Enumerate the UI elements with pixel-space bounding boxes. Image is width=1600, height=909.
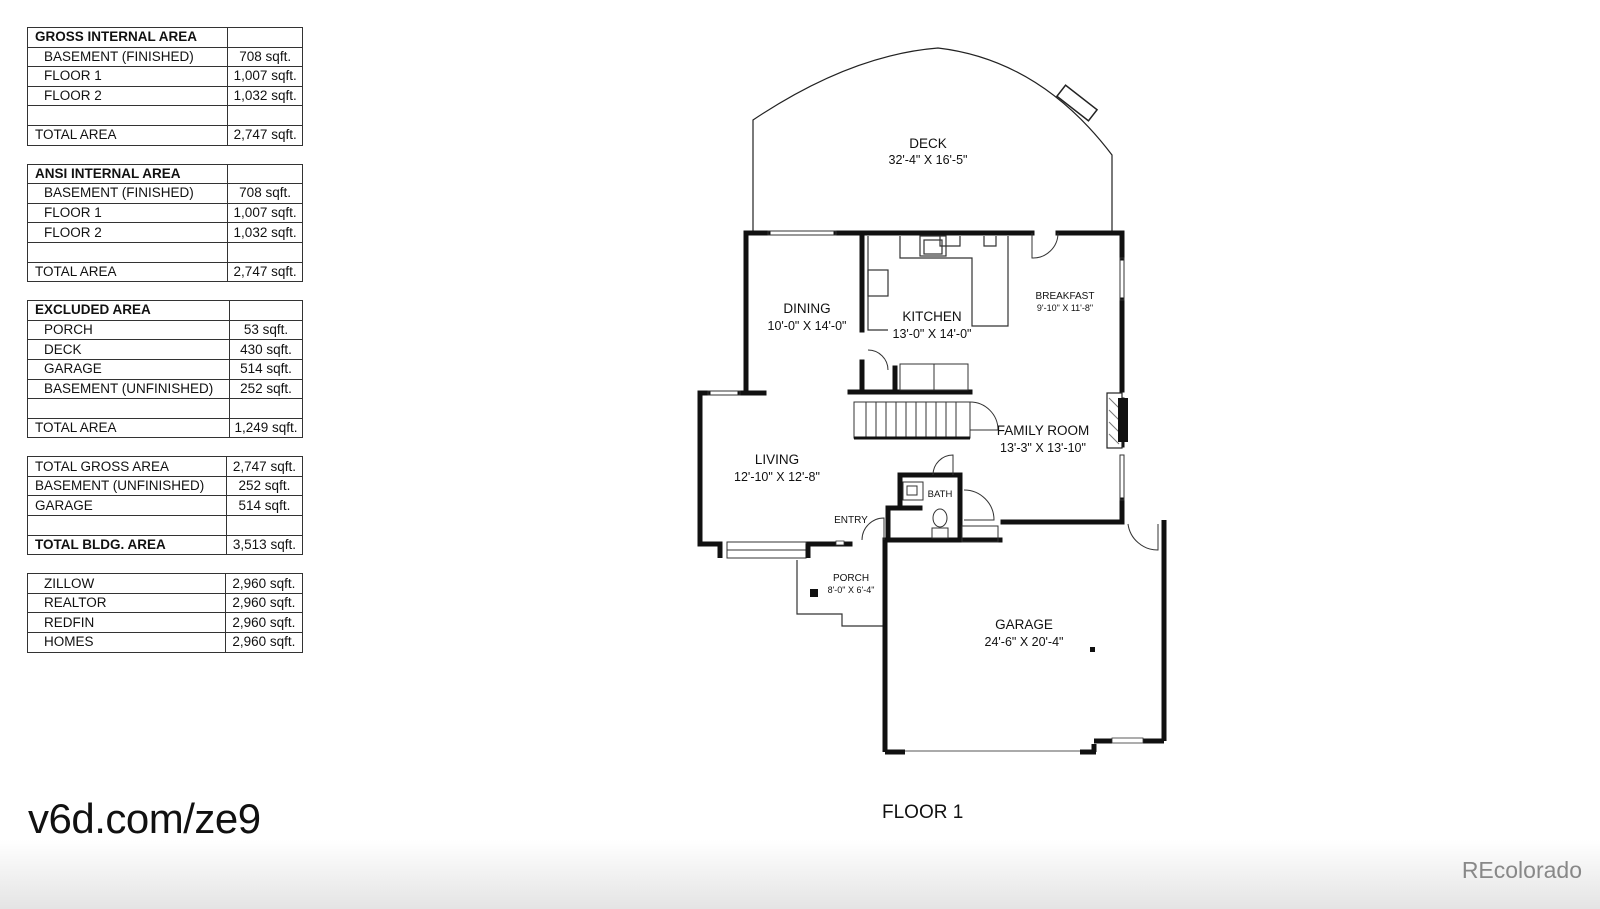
entry-name: ENTRY — [834, 515, 868, 526]
deck-stair — [1055, 84, 1099, 122]
garage-walls — [882, 520, 1167, 755]
deck-outline — [752, 47, 1113, 232]
row-label: DECK — [26, 339, 231, 360]
windows — [707, 230, 1125, 559]
row-value: 1,007 sqft. — [227, 66, 303, 87]
row-label: BASEMENT (FINISHED) — [26, 183, 229, 204]
row-label: BASEMENT (UNFINISHED) — [26, 378, 231, 400]
row-value: 53 sqft. — [229, 319, 303, 341]
breakfast-dims: 9'-10" X 11'-8" — [1037, 303, 1093, 313]
family-room-name: FAMILY ROOM — [997, 423, 1090, 438]
bath-name: BATH — [928, 489, 953, 500]
garage-marker — [1090, 647, 1095, 652]
porch-name: PORCH — [833, 573, 869, 584]
living-dims: 12'-10" X 12'-8" — [734, 470, 820, 484]
row-label: REALTOR — [27, 592, 226, 614]
bath-fixtures — [902, 454, 999, 543]
row-value: 2,960 sqft. — [224, 632, 304, 653]
living-name: LIVING — [755, 452, 799, 467]
porch-dims: 8'-0" X 6'-4" — [828, 585, 875, 595]
dining-dims: 10'-0" X 14'-0" — [768, 319, 847, 333]
row-value: 1,007 sqft. — [227, 202, 303, 224]
row-value: 514 sqft. — [229, 358, 303, 380]
entry-door — [861, 517, 885, 541]
row-value: 2,747 sqft. — [227, 261, 303, 283]
table-row: GROSS INTERNAL AREA — [26, 27, 303, 48]
tour-url: v6d.com/ze9 — [28, 795, 261, 842]
porch-outline — [796, 560, 885, 627]
table-row: BASEMENT (FINISHED)708 sqft. — [26, 183, 303, 204]
row-label: GROSS INTERNAL AREA — [26, 27, 229, 48]
row-label: TOTAL GROSS AREA — [27, 456, 227, 477]
bottom-gradient — [0, 840, 1600, 909]
garage-door-swing — [1127, 523, 1159, 551]
deck-name: DECK — [909, 136, 947, 151]
row-label: BASEMENT (FINISHED) — [26, 46, 229, 68]
row-label: ANSI INTERNAL AREA — [26, 163, 229, 185]
kitchen-name: KITCHEN — [902, 309, 961, 324]
row-value: 2,960 sqft. — [224, 612, 304, 634]
row-value: 1,032 sqft. — [227, 85, 303, 107]
row-value: 430 sqft. — [229, 339, 303, 360]
row-value: 2,747 sqft. — [227, 124, 303, 146]
floor-label: FLOOR 1 — [882, 802, 964, 823]
row-label: TOTAL BLDG. AREA — [27, 534, 227, 556]
row-value: 708 sqft. — [227, 183, 303, 204]
door-breakfast — [1031, 232, 1059, 259]
kitchen-counters — [867, 235, 1009, 331]
row-label: HOMES — [27, 632, 226, 653]
row-value: 3,513 sqft. — [225, 534, 304, 556]
porch-post — [810, 589, 818, 597]
watermark: REcolorado — [1461, 857, 1582, 883]
kitchen-dims: 13'-0" X 14'-0" — [893, 327, 972, 341]
row-value: 1,249 sqft. — [229, 417, 303, 439]
table-row: BASEMENT (UNFINISHED)252 sqft. — [26, 378, 303, 400]
garage-name: GARAGE — [995, 617, 1053, 632]
row-label: FLOOR 1 — [26, 66, 229, 87]
garage-dims: 24'-6" X 20'-4" — [985, 635, 1064, 649]
row-label: GARAGE — [26, 358, 231, 380]
breakfast-name: BREAKFAST — [1036, 291, 1095, 302]
row-label: TOTAL AREA — [26, 417, 231, 439]
family-room-dims: 13'-3" X 13'-10" — [1000, 441, 1086, 455]
table-row: EXCLUDED AREA — [26, 300, 303, 321]
table-row: ANSI INTERNAL AREA — [26, 163, 303, 185]
row-label: TOTAL AREA — [26, 124, 229, 146]
row-value: 1,032 sqft. — [227, 222, 303, 243]
table-row — [27, 515, 304, 536]
deck-dims: 32'-4" X 16'-5" — [889, 153, 968, 167]
dining-name: DINING — [783, 301, 830, 316]
table-row: BASEMENT (FINISHED)708 sqft. — [26, 46, 303, 68]
row-label: TOTAL AREA — [26, 261, 229, 283]
house-walls — [697, 230, 1125, 547]
row-label: EXCLUDED AREA — [26, 300, 231, 321]
